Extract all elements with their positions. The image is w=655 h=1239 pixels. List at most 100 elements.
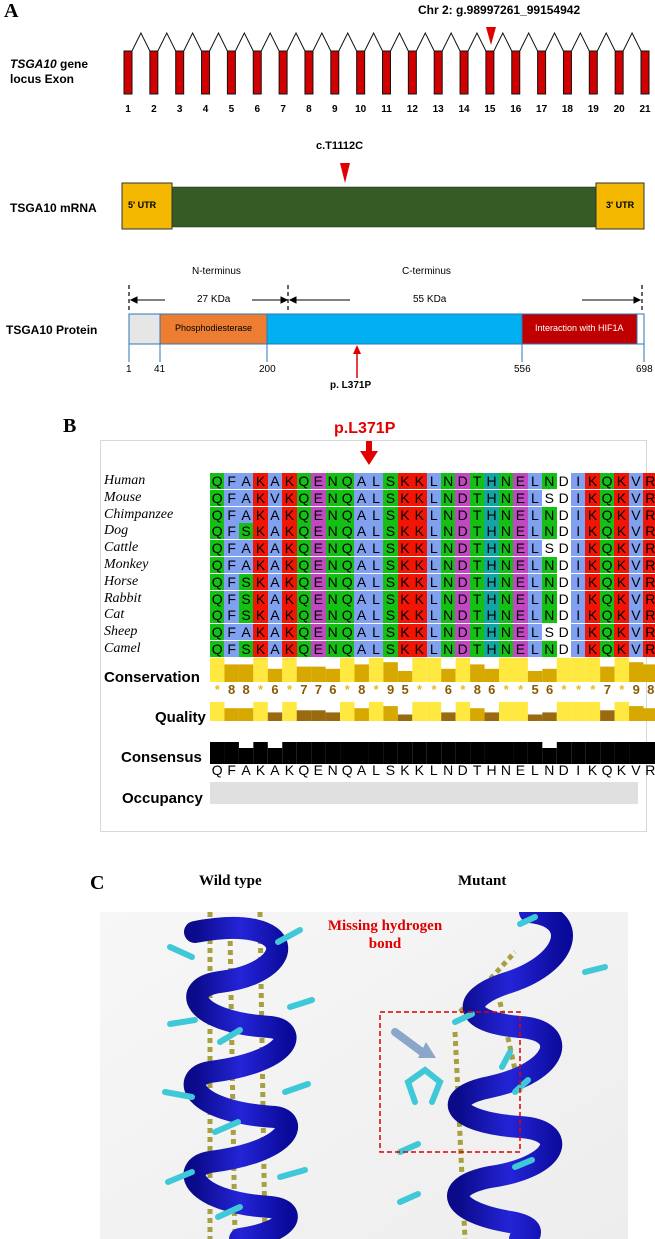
conservation-score: * bbox=[575, 682, 581, 697]
consensus-bar bbox=[629, 742, 644, 764]
conservation-bar bbox=[282, 657, 297, 682]
residue: K bbox=[282, 557, 297, 573]
residue: D bbox=[556, 523, 571, 540]
residue: F bbox=[224, 573, 239, 590]
intron-line bbox=[571, 31, 590, 52]
cdna-mutation-arrow bbox=[340, 163, 350, 183]
conservation-score: 9 bbox=[386, 682, 395, 697]
residue: Q bbox=[296, 607, 312, 624]
residue: F bbox=[224, 607, 239, 624]
consensus-bar bbox=[397, 742, 413, 764]
residue: N bbox=[441, 624, 456, 641]
consensus-residue: E bbox=[313, 762, 323, 778]
residue: S bbox=[383, 641, 398, 657]
residue: L bbox=[527, 641, 543, 657]
intron-line bbox=[545, 31, 564, 52]
species-name: Dog bbox=[104, 523, 129, 539]
residue: H bbox=[484, 641, 499, 657]
consensus-bar bbox=[499, 742, 514, 764]
residue: Q bbox=[339, 573, 355, 590]
residue: K bbox=[397, 607, 413, 624]
exon-14 bbox=[459, 50, 469, 95]
consensus-bar bbox=[412, 742, 427, 764]
conservation-score: 8 bbox=[647, 682, 655, 697]
residue: N bbox=[542, 557, 557, 573]
residue: I bbox=[570, 506, 586, 523]
residue: L bbox=[527, 607, 543, 624]
residue: L bbox=[368, 590, 384, 607]
consensus-residue: I bbox=[576, 762, 581, 778]
residue: K bbox=[397, 590, 413, 607]
residue: N bbox=[441, 506, 456, 523]
residue: Q bbox=[339, 624, 355, 641]
residue: Q bbox=[339, 489, 355, 506]
conservation-bar bbox=[253, 657, 268, 682]
consensus-bar bbox=[556, 742, 572, 764]
residue: D bbox=[556, 641, 571, 657]
missing-hbond-line1: Missing hydrogen bbox=[327, 918, 443, 934]
residue: E bbox=[513, 590, 528, 607]
conservation-score: 6 bbox=[488, 682, 496, 697]
residue: Q bbox=[296, 573, 312, 590]
residue: D bbox=[455, 590, 470, 607]
exon-18 bbox=[562, 50, 572, 95]
quality-bar bbox=[267, 712, 283, 721]
hif1a-interaction-domain bbox=[521, 313, 638, 345]
conservation-score: 6 bbox=[329, 682, 337, 697]
residue: V bbox=[628, 641, 644, 657]
exon-number: 16 bbox=[510, 104, 522, 115]
consensus-bar bbox=[368, 742, 384, 764]
quality-bar bbox=[210, 701, 225, 721]
residue: K bbox=[614, 607, 629, 624]
residue: N bbox=[325, 540, 340, 557]
residue: Q bbox=[210, 473, 225, 489]
residue: D bbox=[455, 624, 470, 641]
species-name: Horse bbox=[104, 573, 139, 589]
exon-number: 2 bbox=[151, 104, 157, 115]
residue: K bbox=[397, 641, 413, 657]
residue: A bbox=[354, 473, 369, 489]
intron-line bbox=[390, 31, 409, 52]
residue: K bbox=[412, 607, 427, 624]
missing-hbond-line2: bond bbox=[368, 936, 402, 952]
residue: Q bbox=[296, 557, 312, 573]
residue: Q bbox=[210, 506, 225, 523]
residue: V bbox=[628, 523, 644, 540]
consensus-residue: K bbox=[616, 762, 627, 778]
residue: K bbox=[412, 590, 427, 607]
exon-number: 21 bbox=[639, 104, 651, 115]
conservation-score: * bbox=[344, 682, 350, 697]
residue: I bbox=[570, 557, 586, 573]
exon-20 bbox=[614, 50, 624, 95]
residue: N bbox=[325, 590, 340, 607]
consensus-residue: N bbox=[500, 762, 512, 778]
exon-16 bbox=[511, 50, 521, 95]
mrna-body bbox=[171, 186, 597, 228]
residue: E bbox=[513, 506, 528, 523]
residue: S bbox=[383, 506, 398, 523]
conservation-score: 6 bbox=[271, 682, 279, 697]
residue: T bbox=[469, 573, 485, 590]
residue: H bbox=[484, 573, 499, 590]
exon-number: 4 bbox=[203, 104, 209, 115]
conservation-bar bbox=[383, 662, 398, 682]
residue: A bbox=[354, 624, 369, 641]
quality-bar bbox=[253, 701, 268, 721]
residue: E bbox=[513, 489, 528, 506]
residue: F bbox=[224, 540, 239, 557]
residue: N bbox=[441, 473, 456, 489]
intron-line bbox=[131, 31, 151, 52]
consensus-residue: Q bbox=[211, 762, 223, 778]
residue: H bbox=[484, 607, 499, 624]
intron-line bbox=[596, 31, 616, 52]
residue: V bbox=[628, 540, 644, 557]
residue: N bbox=[325, 624, 340, 641]
residue: L bbox=[368, 607, 384, 624]
residue: T bbox=[469, 523, 485, 540]
residue: L bbox=[368, 489, 384, 506]
quality-bar bbox=[585, 701, 601, 721]
residue: Q bbox=[296, 590, 312, 607]
conservation-bar bbox=[629, 662, 644, 682]
consensus-bar bbox=[354, 742, 369, 764]
